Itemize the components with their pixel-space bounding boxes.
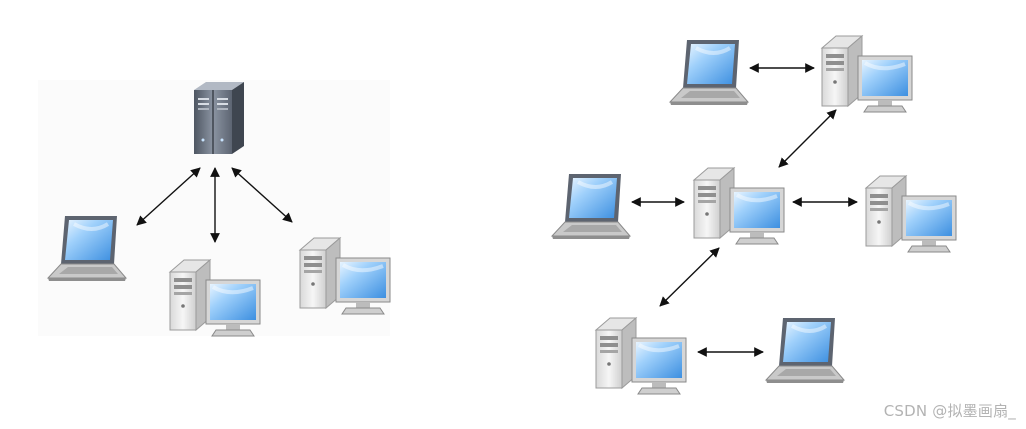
server-icon	[193, 81, 245, 155]
link-server-laptop-left	[136, 167, 201, 226]
link-server-desktop-right	[231, 167, 293, 223]
laptop-icon	[764, 316, 846, 385]
laptop-icon	[550, 172, 632, 241]
centralized-network	[46, 81, 392, 338]
desktop-icon	[692, 166, 786, 246]
distributed-network	[550, 34, 958, 396]
desktop-icon	[864, 174, 958, 254]
desktop-icon	[820, 34, 914, 114]
watermark: CSDN @拟墨画扇_	[883, 402, 1016, 420]
link-desktop-top-desktop-center	[778, 109, 837, 168]
laptop-icon	[668, 38, 750, 107]
desktop-icon	[594, 316, 688, 396]
link-desktop-center-desktop-bottom-left	[659, 247, 720, 307]
